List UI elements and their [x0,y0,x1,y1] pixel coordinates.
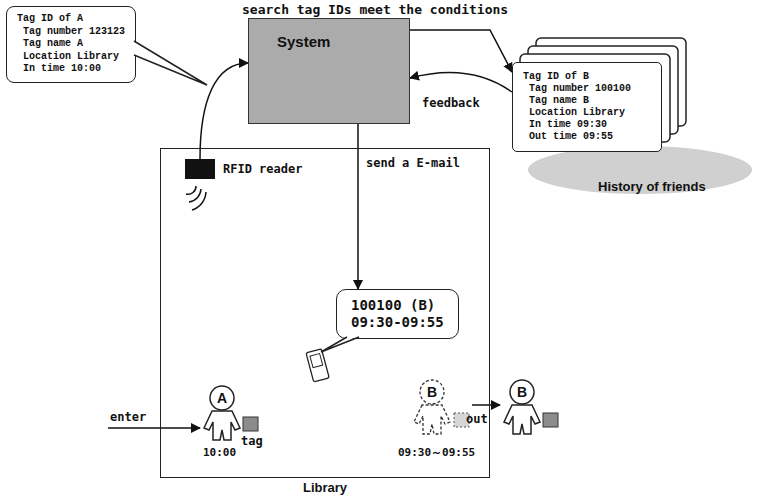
box-text: 09:30-09:55 [351,314,444,331]
box-text: In time 10:00 [23,63,125,76]
callout-tail-line [134,41,207,85]
time-label: 09:30～09:55 [398,446,475,460]
enter-arrow [108,427,200,429]
box-text: In time 09:30 [529,119,651,131]
rfid-tag [243,417,258,431]
box-text: Tag name A [23,38,125,51]
history-card: Tag ID of BTag number 100100Tag name BLo… [512,62,662,152]
connector-label: send a E-mail [364,156,462,170]
box-text: Tag number 123123 [23,26,125,39]
bubble-tail-line [321,337,359,352]
history-title: History of friends [598,179,706,194]
person-letter: A [217,390,227,406]
box-text: Tag number 100100 [529,83,651,95]
action-label: enter [110,410,146,424]
rfid-tag [543,413,558,427]
box-text: Out time 09:55 [529,131,651,143]
box-text: Tag name B [529,95,651,107]
callout-bubble: Tag ID of ATag number 123123Tag name ALo… [6,6,136,83]
tag-label: tag [241,434,263,448]
callout-tail-fill [133,41,207,85]
connector-arrow [410,72,512,92]
callout-tail [133,35,213,91]
mobile-phone [306,349,329,382]
bubble-tail [317,336,363,356]
email-bubble: 100100 (B)09:30-09:55 [336,289,459,339]
reader-device [185,159,215,179]
box-text: Location Library [23,51,125,64]
person-letter: B [427,384,437,400]
radio-waves [186,186,206,210]
out-arrow [472,404,500,406]
person-figure [204,386,240,440]
connector-arrow [410,30,512,72]
connector-arrow [200,63,248,159]
box-text: Location Library [529,107,651,119]
box-heading: RFID reader [223,162,302,176]
person-figure-past [414,380,450,434]
connector-label: search tag IDs meet the conditions [240,2,510,17]
box-heading: System [277,33,409,51]
box-heading: Tag ID of B [523,71,651,83]
area-name: Library [161,480,489,495]
rfid-reader: RFID reader [185,159,302,179]
bubble-tail-fill [321,336,359,352]
person-figure [504,380,540,434]
connector-label: feedback [420,96,482,110]
system-box: System [248,18,410,124]
library-area: LibraryRFID reader100100 (B)09:30-09:55 [160,148,490,478]
action-label: out [466,412,488,426]
box-heading: Tag ID of A [17,13,125,26]
person-letter: B [517,384,527,400]
time-label: 10:00 [203,446,236,460]
history-shadow [528,146,752,194]
box-heading: 100100 (B) [351,297,444,314]
